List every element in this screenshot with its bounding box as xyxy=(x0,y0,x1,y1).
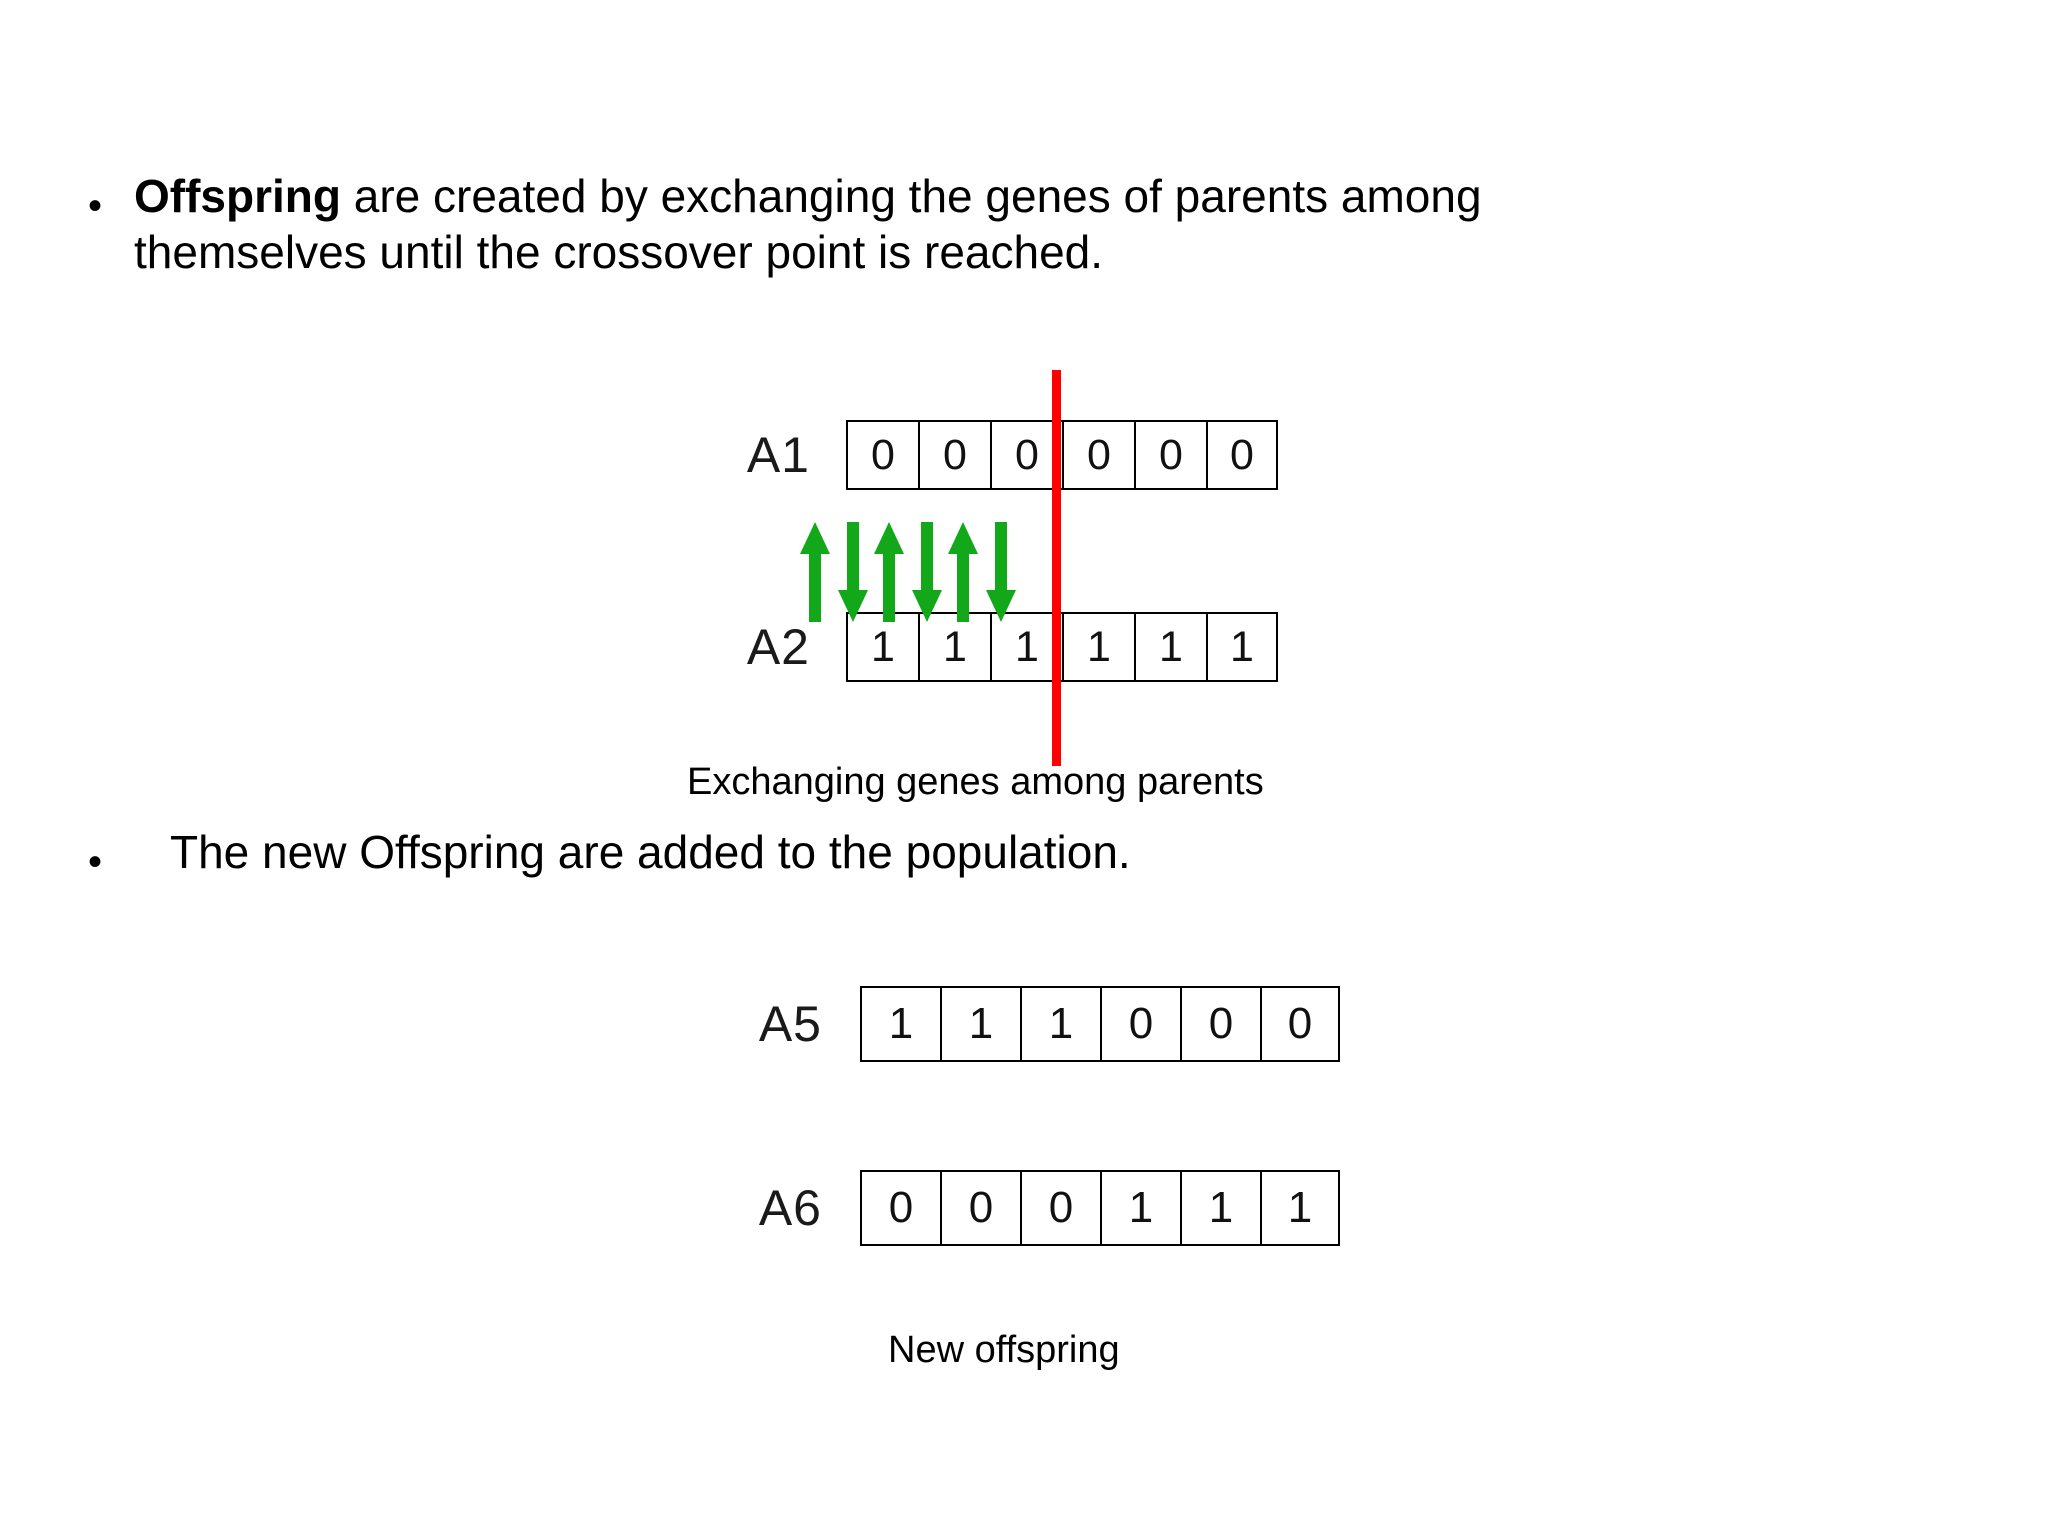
bullet-line2: themselves until the crossover point is … xyxy=(134,226,1104,279)
gene-strip-a1: 0 0 0 0 0 0 xyxy=(846,420,1278,490)
gene-cell: 0 xyxy=(1020,1170,1100,1246)
bullet-marker: • xyxy=(88,184,103,228)
gene-cell: 1 xyxy=(918,612,990,682)
bullet-item-1: • Offspring are created by exchanging th… xyxy=(88,168,1968,280)
bullet-text-2: The new Offspring are added to the popul… xyxy=(170,826,1131,878)
chromosome-label-a1: A1 xyxy=(746,427,810,483)
gene-cell: 1 xyxy=(990,612,1062,682)
gene-cell: 0 xyxy=(1100,986,1180,1062)
chromosome-row-a1: A1 0 0 0 0 0 0 xyxy=(700,420,1278,490)
gene-strip-a5: 1 1 1 0 0 0 xyxy=(860,986,1340,1062)
offspring-diagram: A5 1 1 1 0 0 0 A6 0 0 0 1 1 1 New offspr… xyxy=(710,986,1340,1371)
gene-strip-a6: 0 0 0 1 1 1 xyxy=(860,1170,1340,1246)
offspring-diagram-caption: New offspring xyxy=(888,1329,1120,1371)
gene-cell: 0 xyxy=(1206,420,1278,490)
crossover-point-line xyxy=(1052,370,1061,766)
gene-cell: 1 xyxy=(860,986,940,1062)
bullet-line1-rest: are created by exchanging the genes of p… xyxy=(340,170,1482,222)
chromosome-label-a5: A5 xyxy=(758,996,822,1052)
gene-cell: 0 xyxy=(940,1170,1020,1246)
gene-cell: 1 xyxy=(1100,1170,1180,1246)
bullet-text-1: Offspring are created by exchanging the … xyxy=(134,168,1929,280)
parents-crossover-diagram: A1 0 0 0 0 0 0 A2 1 1 1 1 1 1 xyxy=(687,370,1278,803)
chromosome-label-a6: A6 xyxy=(758,1180,822,1236)
gene-cell: 1 xyxy=(1180,1170,1260,1246)
gene-cell: 0 xyxy=(1260,986,1340,1062)
gene-cell: 0 xyxy=(1180,986,1260,1062)
gene-cell: 0 xyxy=(1062,420,1134,490)
gene-cell: 0 xyxy=(846,420,918,490)
chromosome-row-a6: A6 0 0 0 1 1 1 xyxy=(710,1170,1340,1246)
gene-cell: 0 xyxy=(990,420,1062,490)
gene-cell: 0 xyxy=(860,1170,940,1246)
gene-cell: 1 xyxy=(1134,612,1206,682)
gene-cell: 1 xyxy=(1062,612,1134,682)
bullet-bold-lead: Offspring xyxy=(134,170,341,222)
bullet-marker: • xyxy=(88,840,103,884)
gene-cell: 1 xyxy=(1206,612,1278,682)
bullet-item-2: • The new Offspring are added to the pop… xyxy=(88,824,1968,882)
chromosome-row-a2: A2 1 1 1 1 1 1 xyxy=(700,612,1278,682)
gene-cell: 1 xyxy=(1260,1170,1340,1246)
gene-cell: 1 xyxy=(846,612,918,682)
chromosome-label-a2: A2 xyxy=(746,619,810,675)
parents-diagram-caption: Exchanging genes among parents xyxy=(687,761,1264,803)
gene-cell: 0 xyxy=(918,420,990,490)
gene-cell: 1 xyxy=(940,986,1020,1062)
gene-cell: 1 xyxy=(1020,986,1100,1062)
gene-strip-a2: 1 1 1 1 1 1 xyxy=(846,612,1278,682)
gene-cell: 0 xyxy=(1134,420,1206,490)
chromosome-row-a5: A5 1 1 1 0 0 0 xyxy=(710,986,1340,1062)
